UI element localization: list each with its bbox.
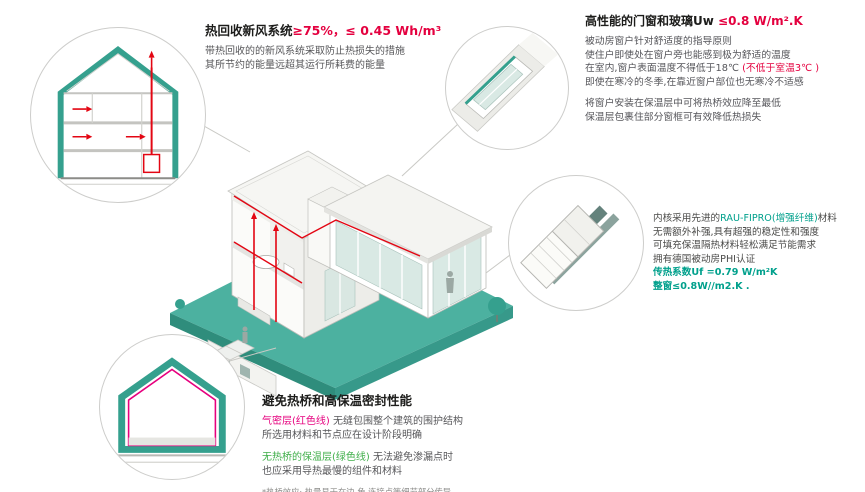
ventilation-note: 热回收新风系统≥75%，≤ 0.45 Wh/m³ 带热回收的的新风系统采取防止热… xyxy=(205,20,505,73)
frame-profile-circle xyxy=(508,175,644,311)
frame-line-5: 传热系数Uf =0.79 W/m²K xyxy=(653,267,778,278)
ventilation-line-2: 其所节约的能量远超其运行所耗费的能量 xyxy=(205,60,385,71)
windows-line-4: 即使在寒冷的冬季,在靠近窗户部位也无寒冷不适感 xyxy=(585,76,804,88)
envelope-line-3: 无热桥的保温层(绿色线) 无法避免渗漏点时 xyxy=(262,452,453,463)
windows-title-value: ≤0.8 W/m².K xyxy=(718,14,803,28)
ventilation-line-1: 带热回收的的新风系统采取防止热损失的措施 xyxy=(205,46,405,57)
frame-material-note: 内核采用先进的RAU-FIPRO(增强纤维)材料 无需额外补强,具有超强的稳定性… xyxy=(653,212,865,293)
window-frame-profile-icon xyxy=(520,204,620,290)
envelope-detail-circle xyxy=(99,334,245,480)
envelope-line-2: 所选用材料和节点应在设计阶段明确 xyxy=(262,430,422,441)
ventilation-duct-and-arrows xyxy=(72,50,161,174)
ventilation-body: 带热回收的的新风系统采取防止热损失的措施 其所节约的能量远超其运行所耗费的能量 xyxy=(205,45,505,73)
frame-line-3: 可填充保温隔热材料轻松满足节能需求 xyxy=(653,240,817,251)
ventilation-title-value: ≥75%，≤ 0.45 Wh/m³ xyxy=(292,23,442,38)
envelope-note: 避免热桥和高保温密封性能 气密层(红色线) 无缝包围整个建筑的围护结构 所选用材… xyxy=(262,390,602,492)
ventilation-title: 热回收新风系统≥75%，≤ 0.45 Wh/m³ xyxy=(205,20,505,39)
right-wing-glazed xyxy=(323,174,493,319)
windows-line-6: 保温层包裹住部分窗框可有效降低热损失 xyxy=(585,111,762,123)
windows-line-3: 在室内,窗户表面温度不得低于18℃ (不低于室温3℃ ) xyxy=(585,63,820,74)
windows-line-1: 被动房窗户针对舒适度的指导原则 xyxy=(585,36,732,47)
windows-line-2: 使住户即使处在窗户旁也能感到极为舒适的温度 xyxy=(585,49,791,61)
window-corner-detail-icon xyxy=(451,32,559,132)
building-envelope-layers-icon xyxy=(107,357,237,463)
frame-line-1: 内核采用先进的RAU-FIPRO(增强纤维)材料 xyxy=(653,213,837,224)
envelope-line-4: 也应采用导热最慢的组件和材料 xyxy=(262,466,402,477)
envelope-title: 避免热桥和高保温密封性能 xyxy=(262,393,413,408)
human-figures xyxy=(242,271,454,343)
envelope-line-1: 气密层(红色线) 无缝包围整个建筑的围护结构 xyxy=(262,416,463,427)
windows-line-5: 将窗户安装在保温层中可将热桥效应降至最低 xyxy=(585,98,781,109)
ventilation-title-text: 热回收新风系统 xyxy=(205,23,293,38)
frame-line-4: 拥有德国被动房PHI认证 xyxy=(653,253,756,265)
frame-line-6: 整窗≤0.8W//m2.K . xyxy=(653,280,750,292)
windows-title-text: 高性能的门窗和玻璃Uw xyxy=(585,14,719,28)
ventilation-duct-lines xyxy=(233,195,421,322)
windows-title: 高性能的门窗和玻璃Uw ≤0.8 W/m².K xyxy=(585,12,863,29)
frame-line-2: 无需额外补强,具有超强的稳定性和强度 xyxy=(653,226,820,238)
window-detail-circle xyxy=(445,26,569,150)
envelope-body: 气密层(红色线) 无缝包围整个建筑的围护结构 所选用材料和节点应在设计阶段明确 … xyxy=(262,415,602,479)
windows-note: 高性能的门窗和玻璃Uw ≤0.8 W/m².K 被动房窗户针对舒适度的指导原则 … xyxy=(585,12,863,124)
windows-body: 被动房窗户针对舒适度的指导原则 使住户即使处在窗户旁也能感到极为舒适的温度 在室… xyxy=(585,35,863,124)
house-section-ventilation-icon xyxy=(44,46,192,185)
section-detail-circle xyxy=(30,27,206,203)
thermal-bridge-footnote: *热桥效应: 热量易于在边,角,连接点等细节部分传导 xyxy=(262,487,452,492)
house-cutaway-illustration xyxy=(170,150,513,400)
